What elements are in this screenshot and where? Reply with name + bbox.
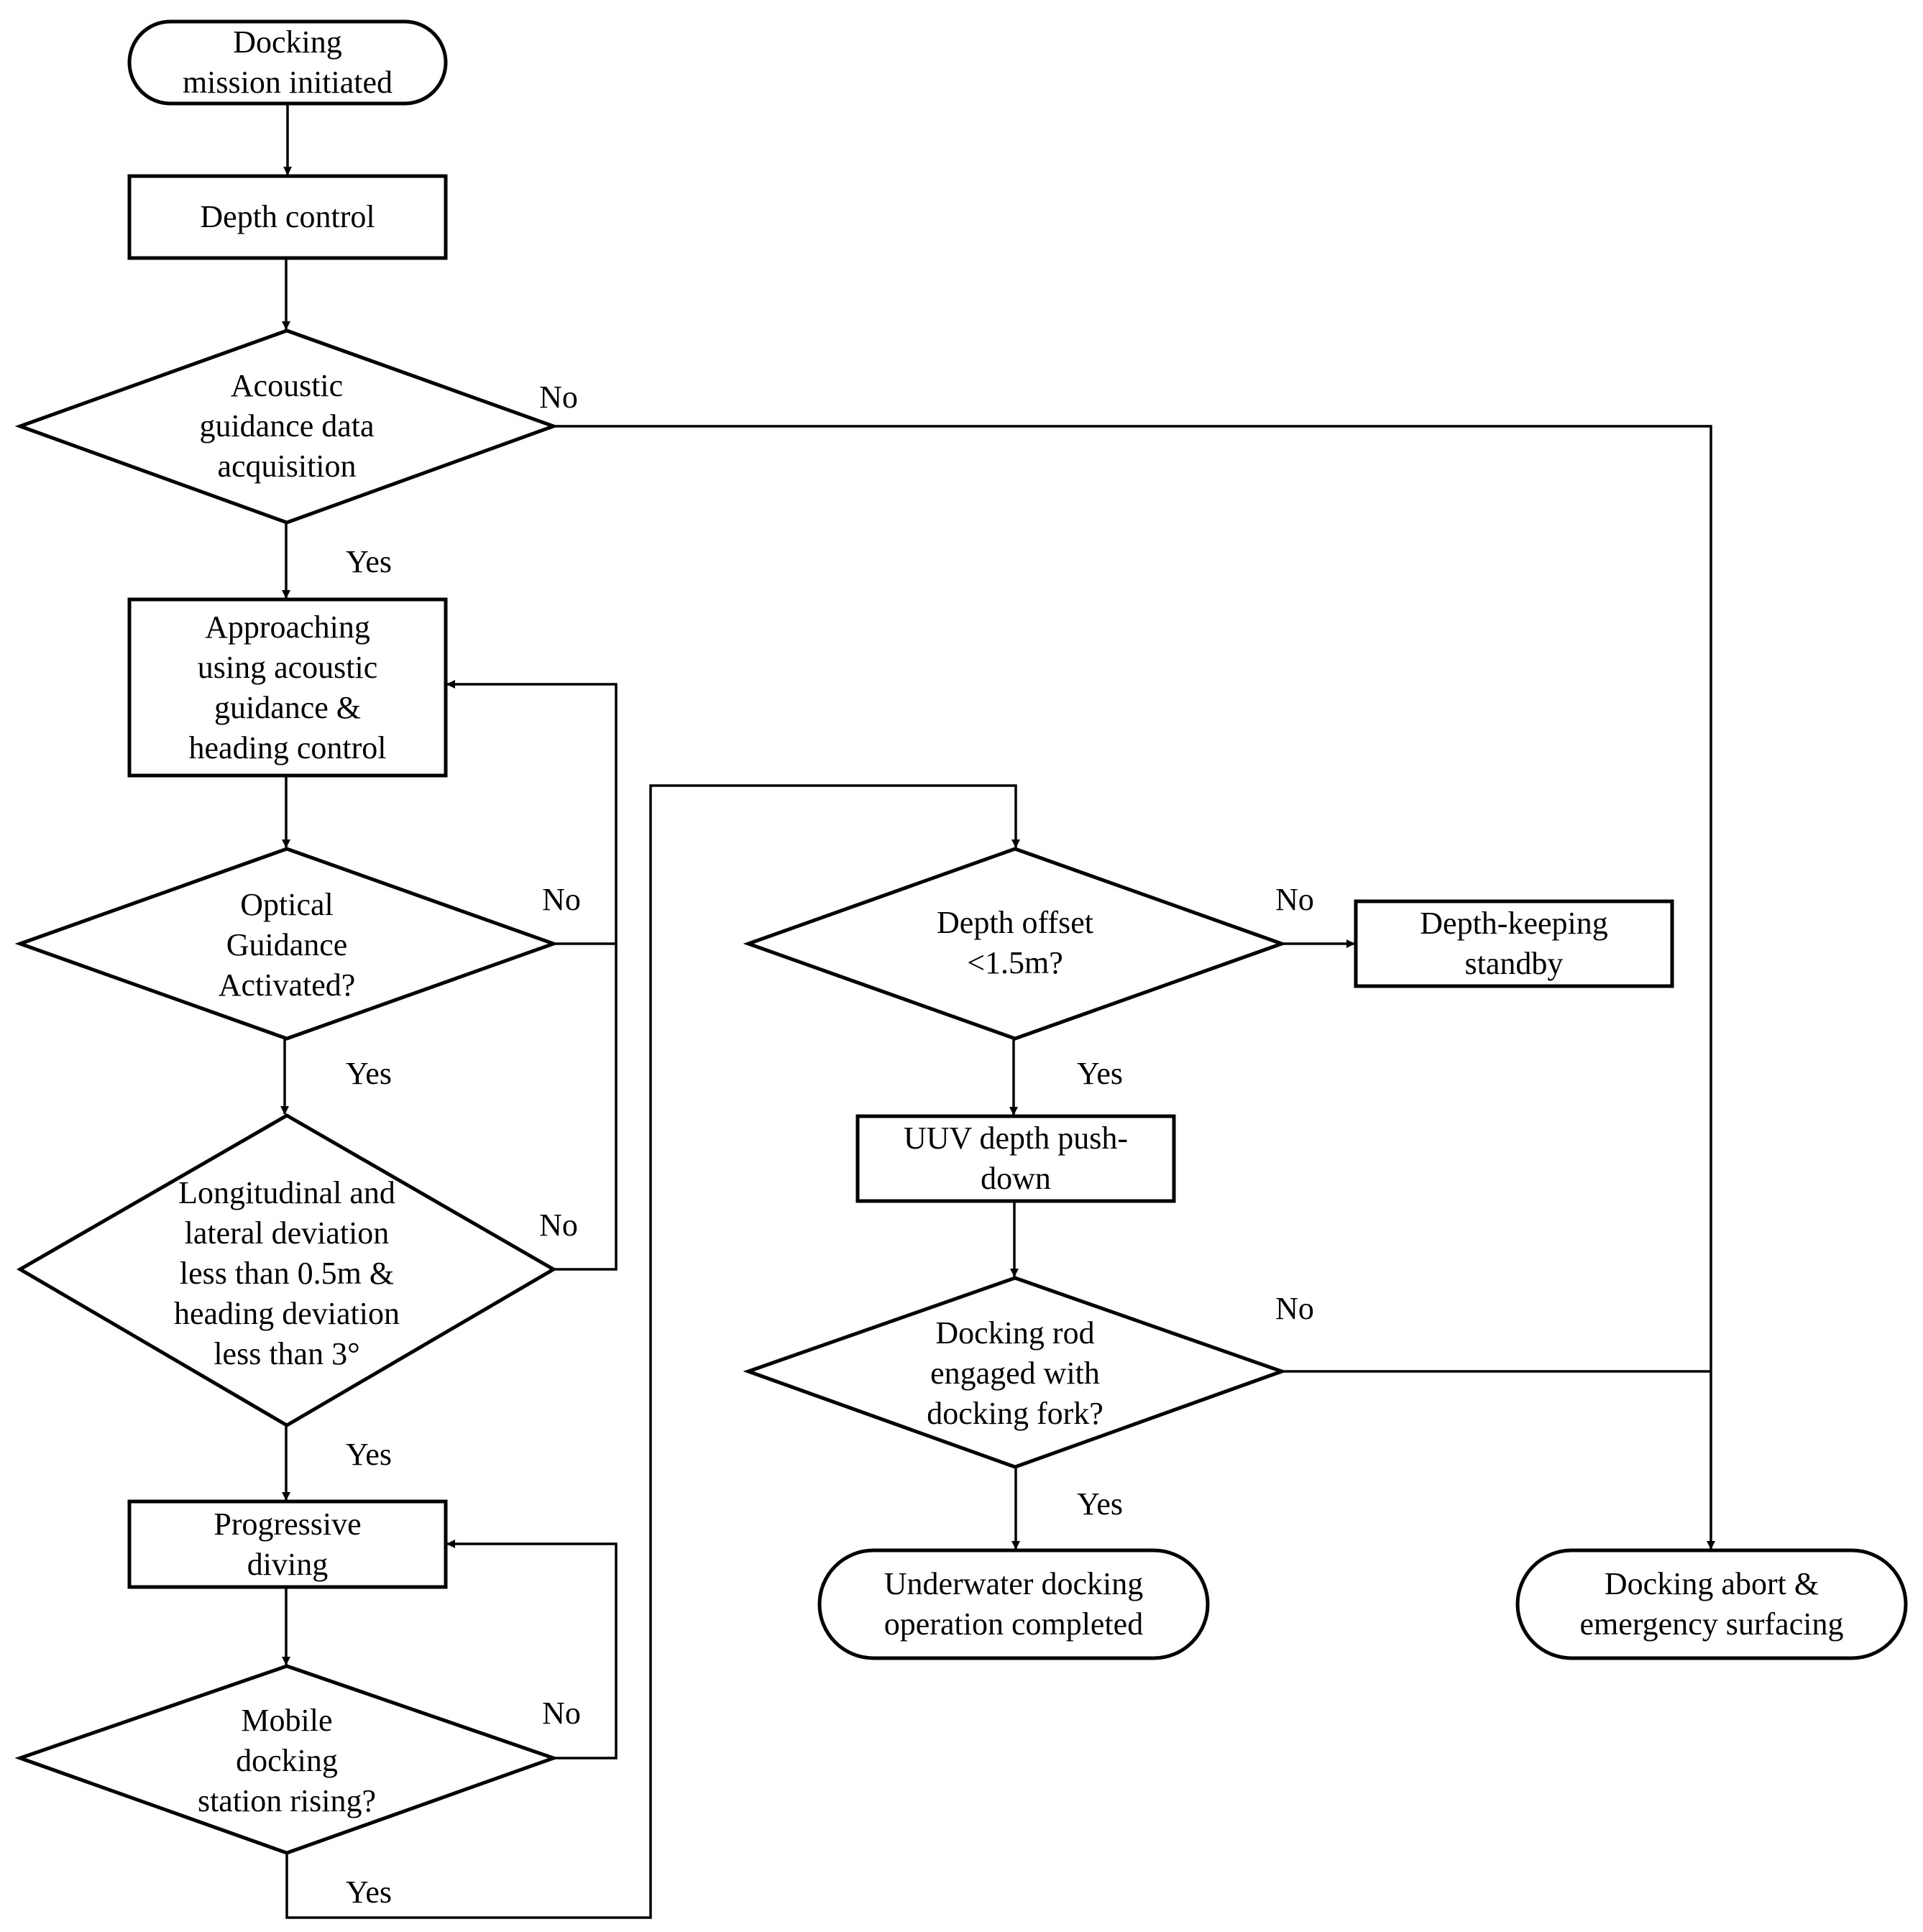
completed-terminator-shape (817, 1548, 1210, 1660)
depth-offset-decision: Depth offset <1.5m? (937, 905, 1093, 980)
label-mobile-yes: Yes (345, 1874, 393, 1910)
edge-mobile-yes (285, 784, 1020, 1919)
approaching-box: Approaching using acoustic guidance & he… (188, 609, 387, 765)
label-optical-yes: Yes (345, 1056, 393, 1091)
label-deviation-yes: Yes (345, 1437, 393, 1472)
label-depth-offset-no: No (1275, 882, 1314, 917)
completed-terminator: Underwater docking operation completed (884, 1566, 1144, 1642)
label-rod-no: No (1275, 1291, 1314, 1326)
mobile-decision: Mobile docking station rising? (197, 1703, 377, 1818)
optical-diamond-shape (14, 847, 559, 1041)
label-acoustic-no: No (539, 380, 578, 415)
push-down-box-shape (855, 1114, 1176, 1203)
label-acoustic-yes: Yes (345, 544, 393, 579)
abort-terminator-shape (1515, 1548, 1908, 1660)
edge-deviation-no (554, 944, 618, 1271)
depth-keeping-box-shape (1354, 899, 1674, 988)
progressive-box: Progressive diving (214, 1506, 362, 1582)
deviation-decision: Longitudinal and lateral deviation less … (173, 1175, 400, 1371)
label-optical-no: No (542, 882, 581, 917)
edge-acoustic-no (554, 425, 1715, 1550)
optical-decision: Optical Guidance Activated? (218, 887, 356, 1003)
approaching-box-shape (127, 597, 448, 778)
depth-offset-diamond-shape (743, 847, 1288, 1041)
edge-optical-no (446, 680, 618, 945)
edge-mobile-no (446, 1540, 618, 1760)
label-depth-offset-yes: Yes (1076, 1056, 1124, 1091)
rod-decision: Docking rod engaged with docking fork? (927, 1315, 1103, 1431)
depth-control-box-shape (127, 174, 448, 260)
acoustic-decision: Acoustic guidance data acquisition (199, 368, 375, 484)
label-rod-yes: Yes (1076, 1486, 1124, 1522)
depth-keeping-box: Depth-keeping standby (1420, 906, 1608, 981)
label-deviation-no: No (539, 1208, 578, 1243)
abort-terminator: Docking abort & emergency surfacing (1579, 1566, 1844, 1642)
label-mobile-no: No (542, 1696, 581, 1731)
progressive-box-shape (127, 1499, 448, 1589)
push-down-box: UUV depth push- down (903, 1121, 1129, 1196)
start-terminator: Docking mission initiated (182, 24, 393, 100)
depth-control-box: Depth control (200, 199, 375, 234)
